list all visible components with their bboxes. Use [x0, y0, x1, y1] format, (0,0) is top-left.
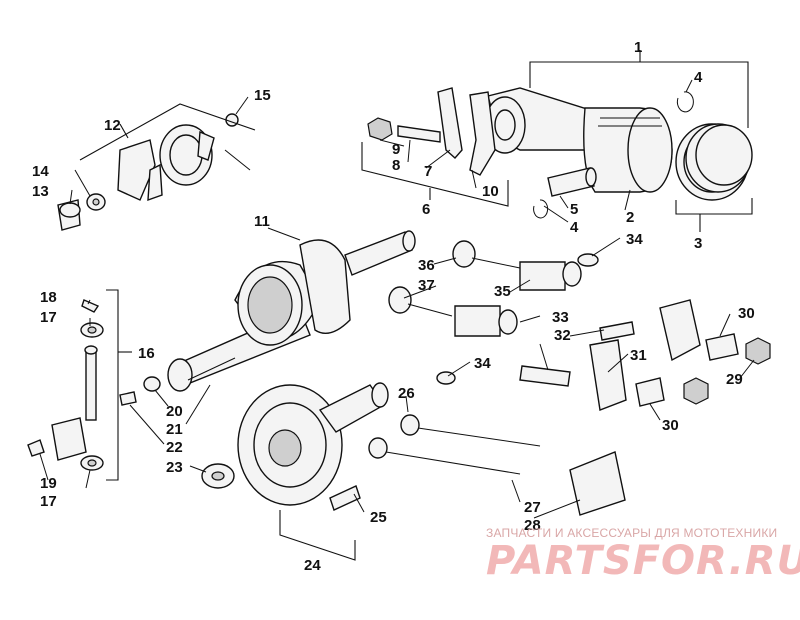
callout-30: 30	[662, 417, 679, 434]
callout-11: 11	[254, 213, 270, 230]
watermark-caption: ЗАПЧАСТИ И АКСЕССУАРЫ ДЛЯ МОТОТЕХНИКИ	[486, 526, 778, 540]
callout-17: 17	[40, 493, 57, 510]
callout-7: 7	[424, 163, 432, 180]
watermark-logo: PARTSFOR.RU	[486, 538, 800, 584]
callout-4: 4	[570, 219, 579, 236]
callout-31: 31	[630, 347, 647, 364]
callout-28: 28	[524, 517, 541, 534]
callout-37: 37	[418, 277, 435, 294]
callout-1: 1	[634, 39, 642, 56]
callout-4: 4	[694, 69, 703, 86]
callout-30: 30	[738, 305, 755, 322]
callout-33: 33	[552, 309, 569, 326]
valve-train	[368, 240, 626, 516]
callout-3: 3	[694, 235, 702, 252]
camshaft-assembly	[237, 382, 389, 511]
callout-24: 24	[304, 557, 321, 574]
governor-assembly	[57, 113, 251, 231]
rocker-assembly	[519, 299, 771, 411]
callout-5: 5	[570, 201, 578, 218]
callout-29: 29	[726, 371, 743, 388]
callout-14: 14	[32, 163, 49, 180]
callout-19: 19	[40, 475, 57, 492]
callout-34: 34	[626, 231, 643, 248]
leader-lines	[39, 50, 755, 561]
callout-36: 36	[418, 257, 435, 274]
callout-labels: 1 2 3 4 4 5 6 7 8 9 10 11 12 13 14 15 16…	[32, 39, 755, 574]
callout-27: 27	[524, 499, 541, 516]
callout-17: 17	[40, 309, 57, 326]
callout-21: 21	[166, 421, 183, 438]
callout-6: 6	[422, 201, 430, 218]
callout-13: 13	[32, 183, 49, 200]
oil-pump-assembly	[27, 299, 235, 489]
callout-9: 9	[392, 141, 400, 158]
callout-26: 26	[398, 385, 415, 402]
callout-15: 15	[254, 87, 271, 104]
callout-18: 18	[40, 289, 57, 306]
piston-assembly	[367, 87, 753, 219]
callout-35: 35	[494, 283, 511, 300]
callout-12: 12	[104, 117, 121, 134]
callout-20: 20	[166, 403, 183, 420]
callout-23: 23	[166, 459, 183, 476]
callout-10: 10	[482, 183, 499, 200]
callout-2: 2	[626, 209, 634, 226]
callout-32: 32	[554, 327, 571, 344]
callout-8: 8	[392, 157, 400, 174]
callout-22: 22	[166, 439, 183, 456]
callout-34: 34	[474, 355, 491, 372]
callout-16: 16	[138, 345, 155, 362]
crankshaft	[167, 230, 416, 392]
callout-25: 25	[370, 509, 387, 526]
